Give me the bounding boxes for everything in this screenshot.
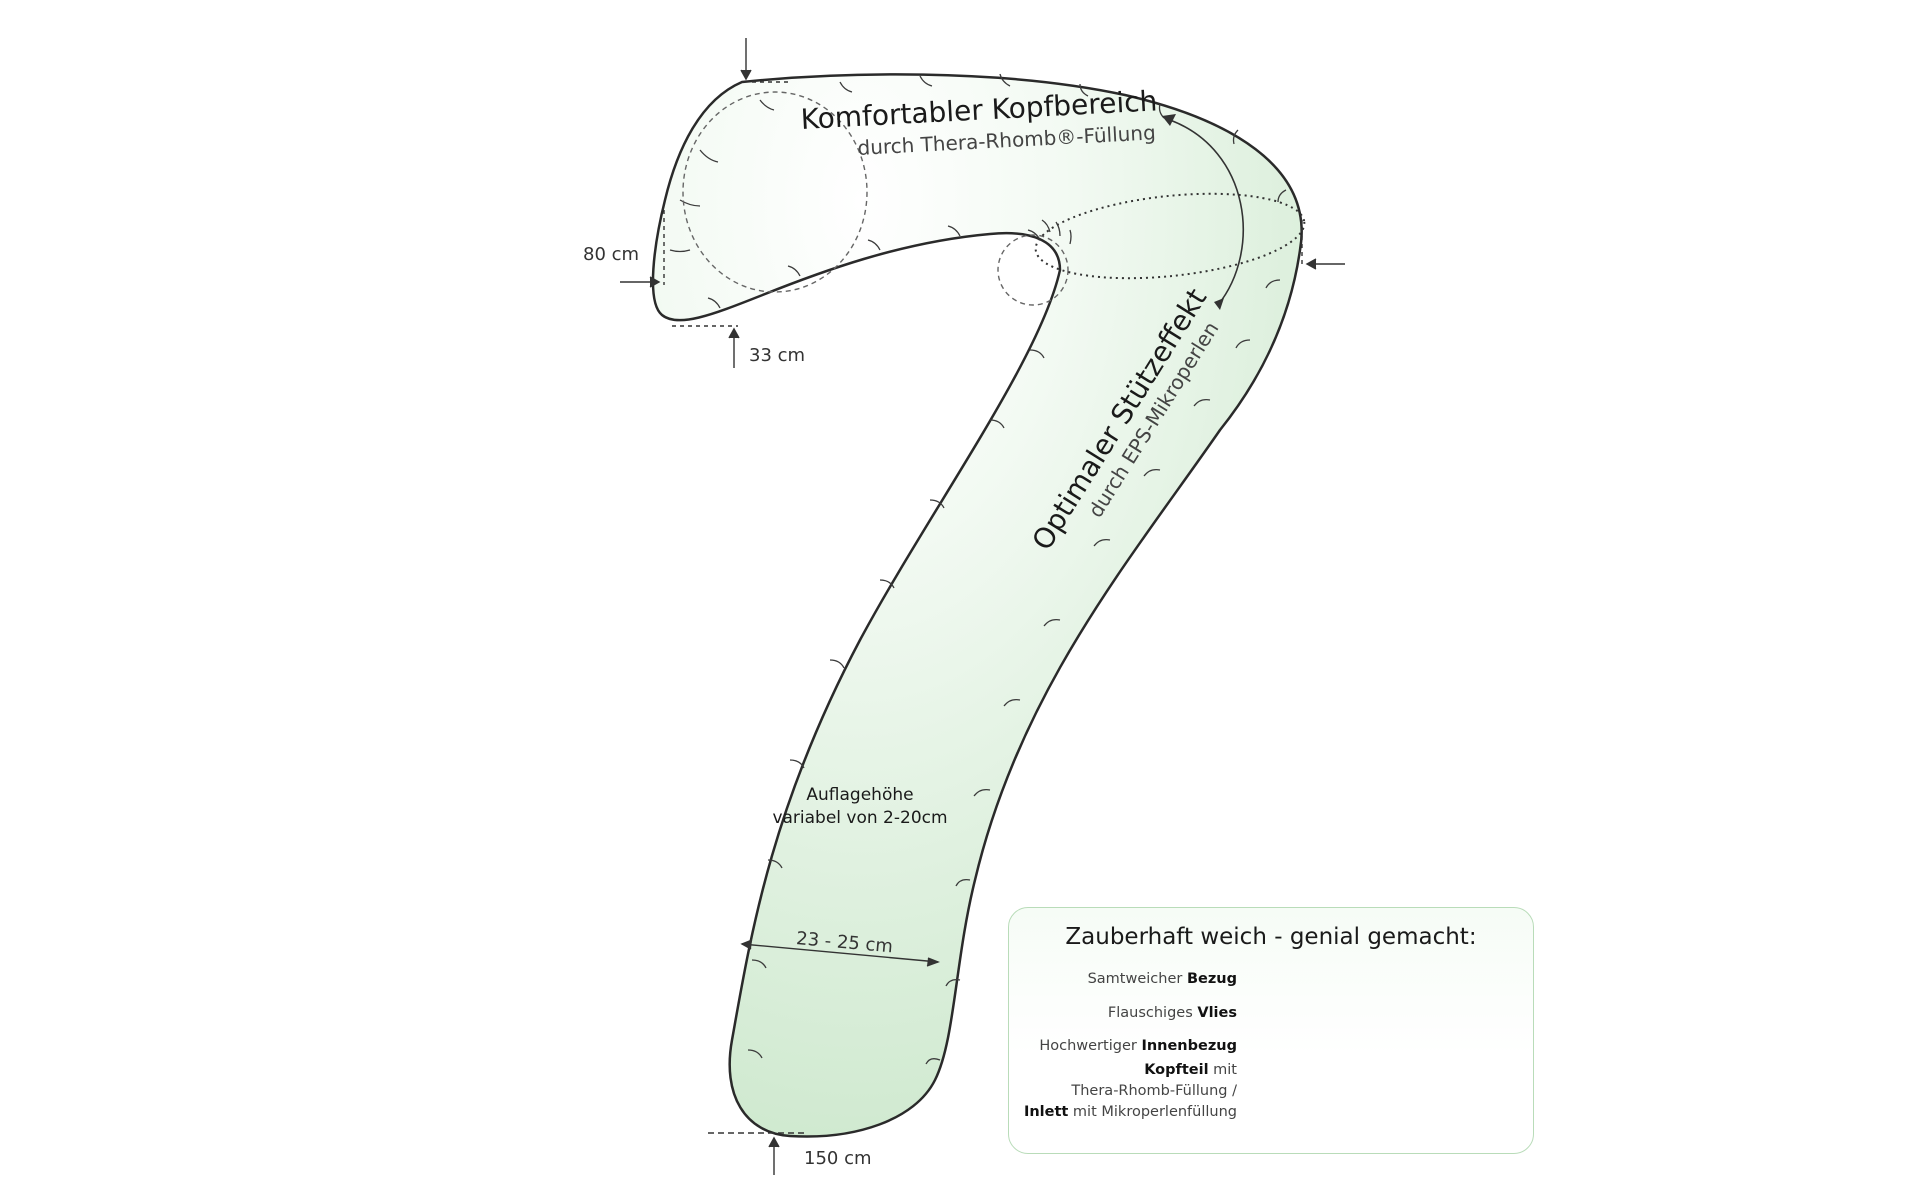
rotation-arrow [1169, 119, 1244, 306]
height-note-line2: variabel von 2-20cm [772, 807, 948, 828]
section-ellipse-dotted [1034, 192, 1306, 280]
legend-item-innenbezug: Hochwertiger Innenbezug [1039, 1038, 1237, 1054]
dim-label-80cm: 80 cm [583, 244, 640, 265]
height-note-line1: Auflagehöhe [806, 785, 914, 805]
legend-title: Zauberhaft weich - genial gemacht: [1065, 924, 1477, 950]
legend-item-bezug: Samtweicher Bezug [1087, 971, 1237, 987]
dim-label-150cm: 150 cm [804, 1148, 872, 1169]
dim-label-33cm: 33 cm [749, 345, 806, 366]
legend-item-vlies: Flauschiges Vlies [1107, 1005, 1237, 1021]
legend-item-core: Kopfteil mit Thera-Rhomb-Füllung / Inlet… [1023, 1062, 1237, 1121]
section-guides [682, 91, 1069, 306]
materials-legend: Zauberhaft weich - genial gemacht: Samtw… [1008, 907, 1534, 1154]
dimension-marks [620, 38, 1345, 1175]
height-note: Auflagehöhe variabel von 2-20cm [760, 784, 960, 830]
pillow-outline [651, 73, 1303, 1138]
stitch-marks [669, 73, 1287, 1065]
